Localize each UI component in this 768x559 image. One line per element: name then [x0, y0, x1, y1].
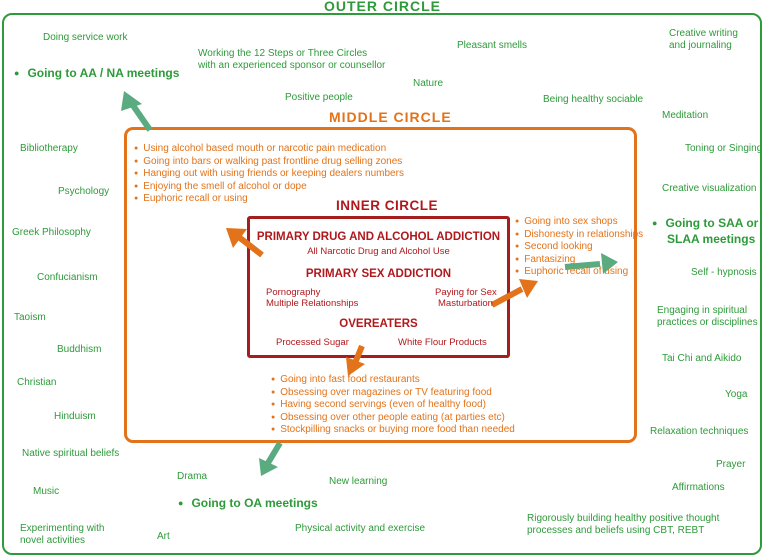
outer-circle-title: OUTER CIRCLE	[324, 0, 441, 14]
outer-item-affirmations: Affirmations	[672, 482, 725, 493]
inner-sex-item-pornography: Pornography	[266, 287, 321, 298]
outer-item-toning: Toning or Singing	[685, 143, 763, 154]
list-item: Dishonesty in relationships	[515, 229, 643, 242]
list-item: Obsessing over other people eating (at p…	[271, 412, 515, 425]
outer-item-service: Doing service work	[43, 32, 128, 43]
inner-drug-heading: PRIMARY DRUG AND ALCOHOL ADDICTION	[256, 231, 501, 243]
list-item: Enjoying the smell of alcohol or dope	[134, 181, 404, 194]
outer-item-greek-philosophy: Greek Philosophy	[12, 227, 91, 238]
arrow-to-oa	[259, 441, 283, 476]
inner-circle-frame	[247, 216, 510, 358]
outer-item-drama: Drama	[177, 471, 208, 482]
outer-item-sociable: Being healthy sociable	[543, 94, 644, 105]
outer-item-christian: Christian	[17, 377, 57, 388]
meeting-saa-line2: SLAA meetings	[667, 232, 756, 246]
outer-item-art: Art	[157, 531, 170, 542]
arrow-to-food-triggers	[346, 344, 365, 376]
outer-item-relaxation: Relaxation techniques	[650, 426, 749, 437]
list-item: Going into fast food restaurants	[271, 374, 515, 387]
meeting-aa-na: Going to AA / NA meetings	[14, 66, 179, 80]
outer-item-spiritual-line1: Engaging in spiritual	[657, 305, 748, 316]
outer-item-psychology: Psychology	[58, 186, 110, 197]
list-item: Using alcohol based mouth or narcotic pa…	[134, 143, 404, 156]
list-item: Second looking	[515, 241, 643, 254]
inner-food-heading: OVEREATERS	[339, 318, 418, 330]
list-item: Going into bars or walking past frontlin…	[134, 156, 404, 169]
outer-item-visualization: Creative visualization	[662, 183, 757, 194]
outer-item-confucianism: Confucianism	[37, 272, 98, 283]
inner-sex-item-paying: Paying for Sex	[435, 287, 497, 298]
inner-food-item-sugar: Processed Sugar	[276, 337, 349, 348]
outer-item-prayer: Prayer	[716, 459, 746, 470]
inner-sex-item-relationships: Multiple Relationships	[266, 298, 359, 309]
meeting-saa-line1: Going to SAA or	[652, 216, 758, 230]
outer-item-taoism: Taoism	[14, 312, 46, 323]
list-item: Going into sex shops	[515, 216, 643, 229]
list-item: Stockpilling snacks or buying more food …	[271, 424, 515, 437]
outer-item-cbt-line1: Rigorously building healthy positive tho…	[527, 513, 720, 524]
outer-item-hypnosis: Self - hypnosis	[691, 267, 757, 278]
outer-item-hinduism: Hinduism	[54, 411, 96, 422]
inner-sex-item-masturbation: Masturbation	[438, 298, 493, 309]
middle-circle-frame	[124, 127, 637, 443]
inner-circle-title: INNER CIRCLE	[336, 198, 439, 213]
outer-item-steps-line2: with an experienced sponsor or counsello…	[198, 60, 386, 71]
outer-item-physical-activity: Physical activity and exercise	[295, 523, 426, 534]
outer-item-buddhism: Buddhism	[57, 344, 102, 355]
outer-item-steps-line1: Working the 12 Steps or Three Circles	[198, 48, 368, 59]
outer-item-cbt-line2: processes and beliefs using CBT, REBT	[527, 525, 705, 536]
list-item: Fantasizing	[515, 254, 643, 267]
outer-item-yoga: Yoga	[725, 389, 748, 400]
outer-item-bibliotherapy: Bibliotherapy	[20, 143, 78, 154]
inner-drug-detail: All Narcotic Drug and Alcohol Use	[307, 246, 450, 257]
outer-item-native-beliefs: Native spiritual beliefs	[22, 448, 120, 459]
outer-item-spiritual-line2: practices or disciplines	[657, 317, 758, 328]
middle-circle-title: MIDDLE CIRCLE	[329, 109, 452, 125]
list-item: Euphoric recall of using	[515, 266, 643, 279]
inner-food-item-flour: White Flour Products	[398, 337, 487, 348]
list-item: Having second servings (even of healthy …	[271, 399, 515, 412]
outer-item-taichi: Tai Chi and Aikido	[662, 353, 742, 364]
list-item: Euphoric recall or using	[134, 193, 404, 206]
outer-item-positive-people: Positive people	[285, 92, 353, 103]
outer-item-nature: Nature	[413, 78, 444, 89]
outer-circle-frame	[2, 13, 762, 555]
arrow-to-sex-triggers	[490, 279, 538, 308]
outer-item-music: Music	[33, 486, 60, 497]
list-item: Hanging out with using friends or keepin…	[134, 168, 404, 181]
meeting-oa: Going to OA meetings	[178, 496, 317, 510]
middle-sex-trigger-list: Going into sex shops Dishonesty in relat…	[515, 216, 643, 279]
outer-item-writing-line1: Creative writing	[669, 28, 738, 39]
outer-item-smells: Pleasant smells	[457, 40, 528, 51]
middle-drug-trigger-list: Using alcohol based mouth or narcotic pa…	[134, 143, 404, 206]
outer-item-meditation: Meditation	[662, 110, 709, 121]
list-item: Obsessing over magazines or TV featuring…	[271, 387, 515, 400]
arrow-to-drug-triggers	[226, 228, 264, 258]
middle-food-trigger-list: Going into fast food restaurants Obsessi…	[271, 374, 515, 437]
inner-sex-heading: PRIMARY SEX ADDICTION	[305, 268, 452, 280]
arrow-to-aa	[121, 91, 153, 132]
outer-item-experimenting-line2: novel activities	[20, 535, 86, 546]
outer-item-experimenting-line1: Experimenting with	[20, 523, 105, 534]
outer-item-writing-line2: and journaling	[669, 40, 732, 51]
outer-item-new-learning: New learning	[329, 476, 388, 487]
